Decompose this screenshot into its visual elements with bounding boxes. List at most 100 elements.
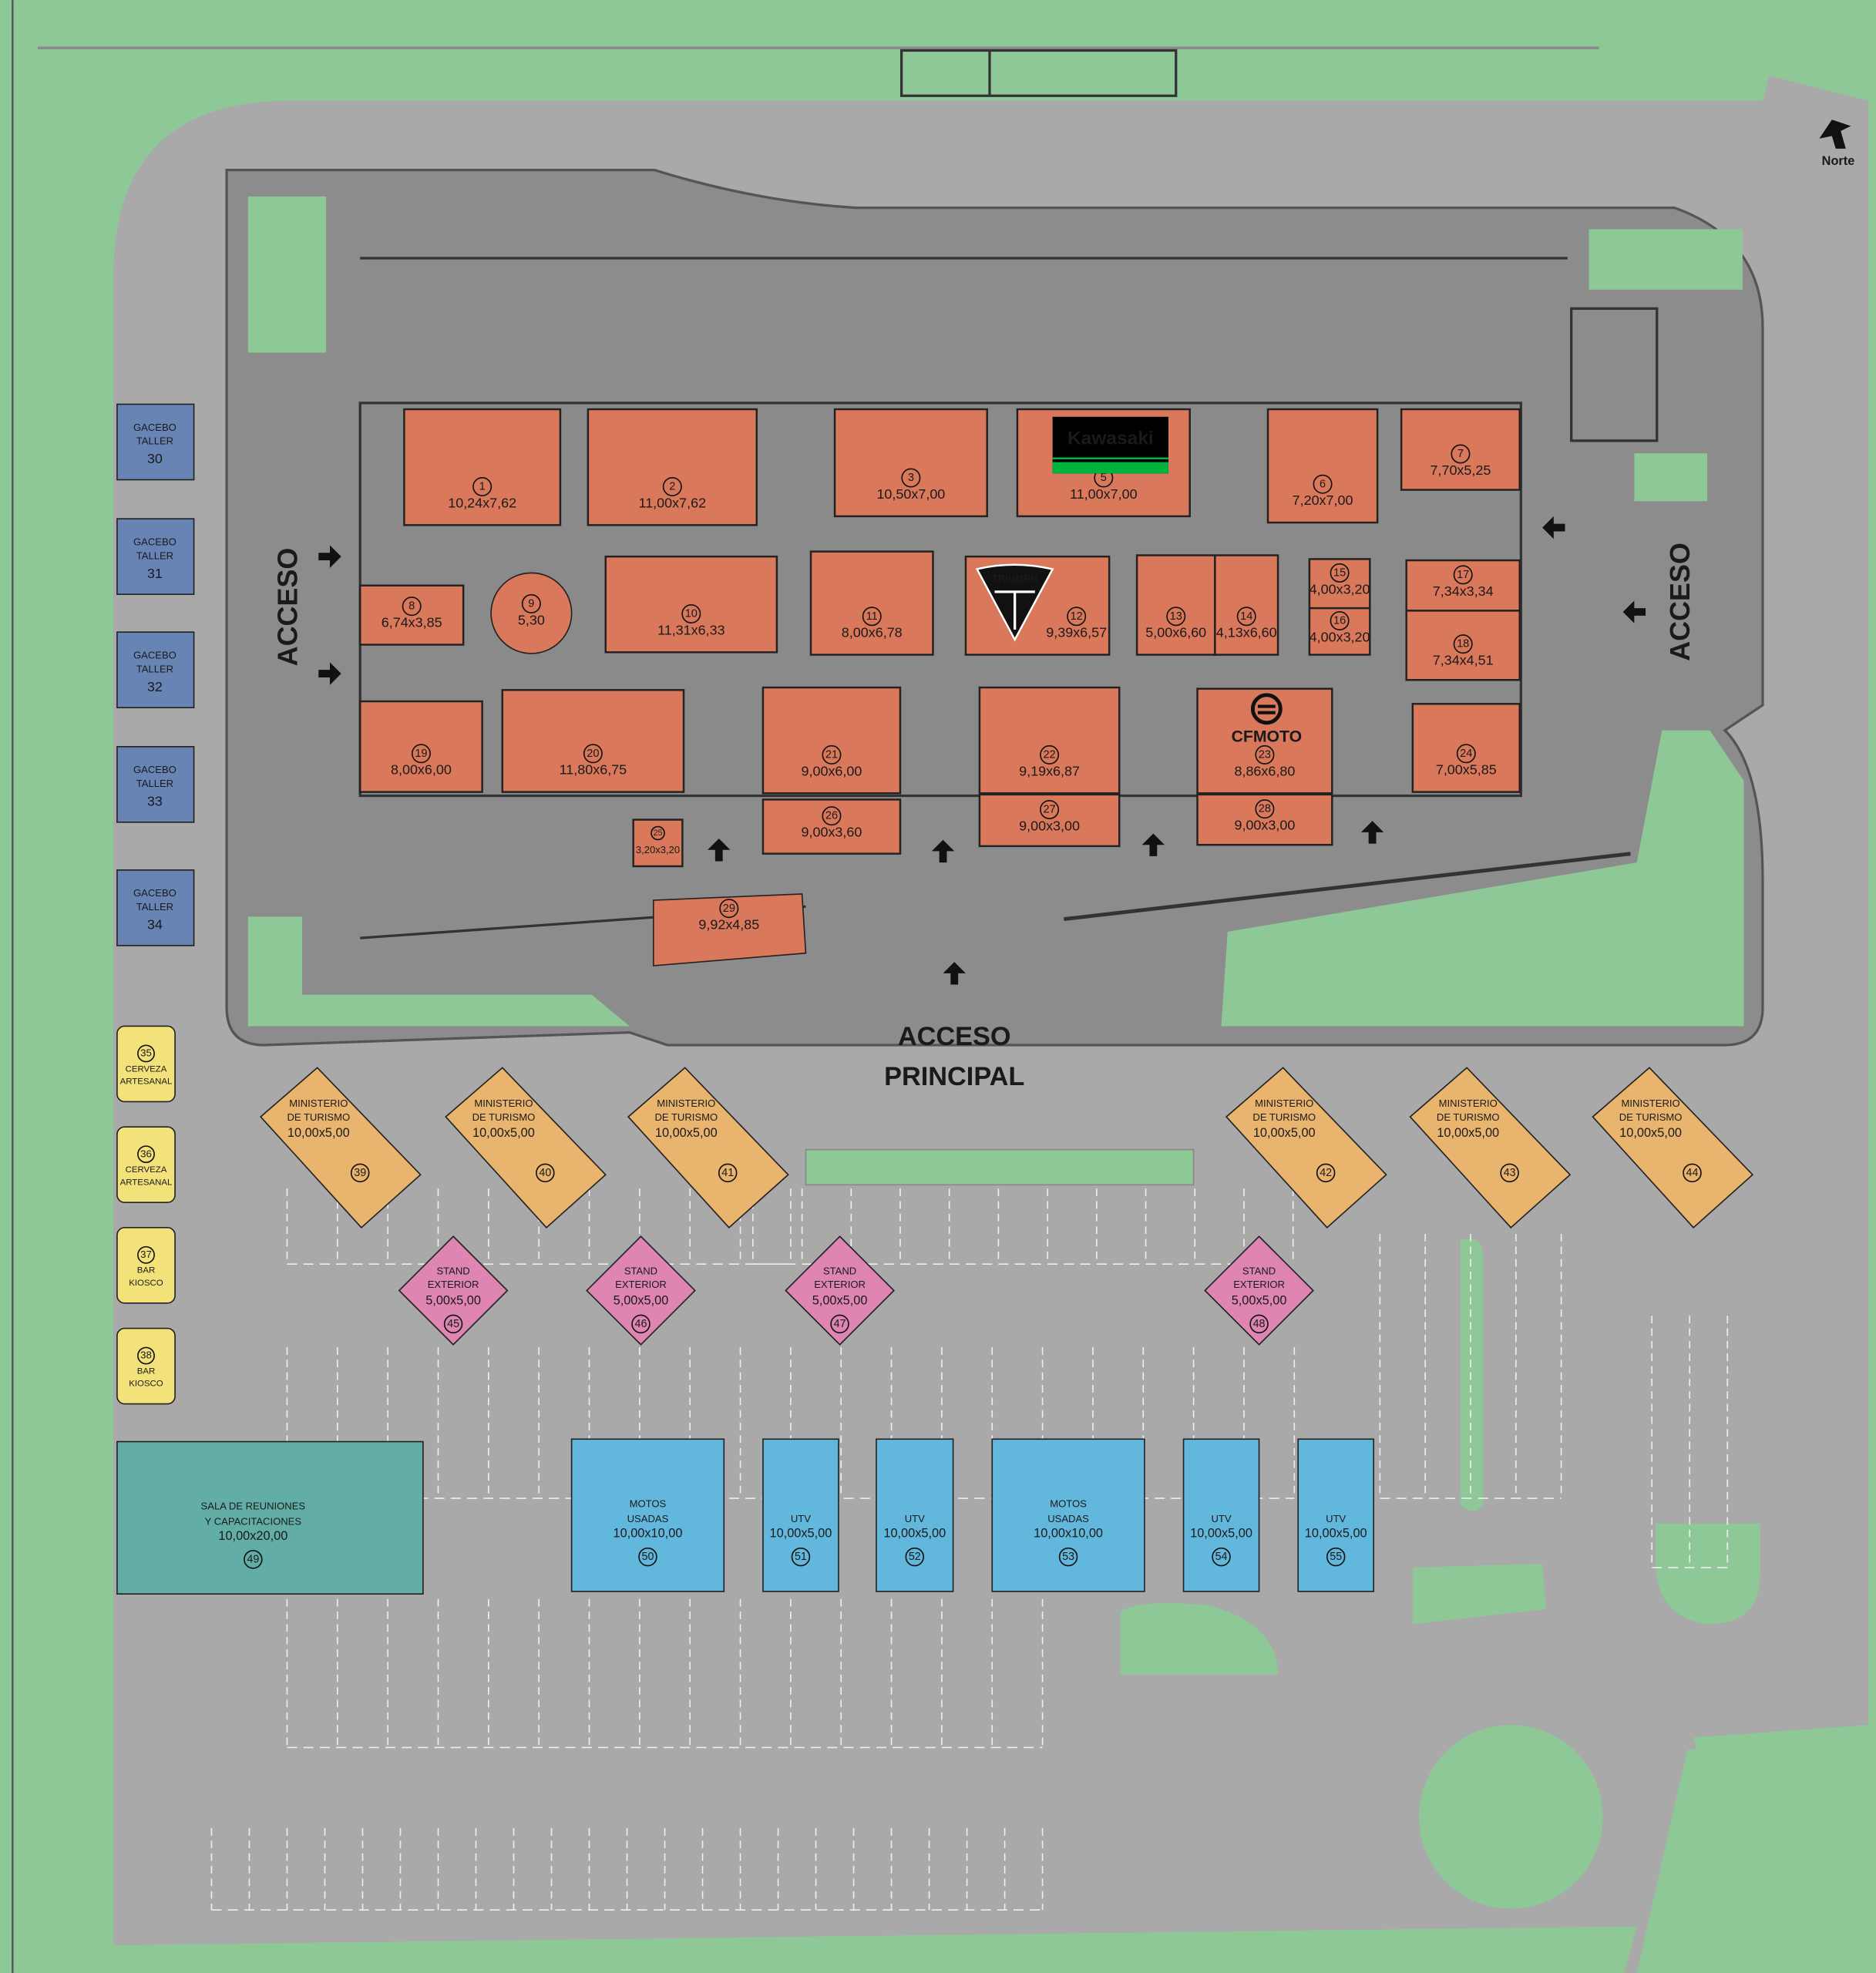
stand-8[interactable]: 86,74x3,85	[358, 584, 465, 646]
stand-number: 2	[669, 481, 675, 493]
kiosk-label: KIOSCO	[129, 1279, 163, 1288]
stand-16[interactable]: 164,00x3,20	[1308, 607, 1371, 656]
stand-shape	[978, 793, 1121, 848]
outdoor-area-label: UTV	[905, 1513, 925, 1524]
stand-number-circle	[791, 1547, 811, 1567]
stand-6[interactable]: 67,20x7,00	[1266, 408, 1379, 524]
stand-number-circle	[1040, 799, 1060, 819]
acceso-principal-label: ACCESO	[898, 1022, 1011, 1051]
stand-exterior-shape	[785, 1235, 895, 1346]
stand-number-circle	[244, 1550, 263, 1569]
stand-7[interactable]: 77,70x5,25	[1400, 408, 1521, 491]
stand-22[interactable]: 229,19x6,87	[978, 686, 1121, 795]
stand-24[interactable]: 247,00x5,85	[1411, 703, 1521, 793]
stand-exterior-label: EXTERIOR	[615, 1279, 667, 1290]
stand-number-circle	[862, 607, 882, 627]
stand-13[interactable]: 135,00x6,60	[1135, 554, 1216, 656]
stand-number: 8	[408, 600, 415, 613]
stand-21[interactable]: 219,00x6,00	[761, 686, 902, 795]
stand-14[interactable]: 144,13x6,60	[1214, 554, 1279, 656]
stand-3[interactable]: 310,50x7,00	[833, 408, 988, 518]
gazebo-label: GACEBO	[133, 649, 177, 660]
grass-patch	[247, 196, 327, 353]
stand-27[interactable]: 279,00x3,00	[978, 793, 1121, 848]
ministerio-dimensions: 10,00x5,00	[287, 1126, 350, 1140]
stand-11[interactable]: 118,00x6,78	[809, 550, 934, 656]
stand-dimensions: 11,00x7,62	[639, 495, 707, 510]
outdoor-area-dimensions: 10,00x5,00	[1305, 1527, 1367, 1541]
stand-number: 15	[1333, 566, 1346, 579]
ministerio-shape	[445, 1067, 607, 1229]
arrow-left-icon	[1622, 600, 1646, 623]
stand-15[interactable]: 154,00x3,20	[1308, 558, 1371, 610]
stand-number-circle	[719, 899, 739, 919]
stand-18[interactable]: 187,34x4,51	[1405, 610, 1521, 681]
stand-2[interactable]: 2 11,00x7,62	[587, 408, 758, 526]
ministerio-label: MINISTERIO	[474, 1097, 533, 1109]
stand-25[interactable]: 253,20x3,20	[632, 818, 684, 868]
stand-number-circle	[631, 1314, 651, 1334]
stand-19[interactable]: 198,00x6,00	[358, 700, 483, 793]
cfmoto-logo-text: CFMOTO	[1232, 728, 1303, 745]
stand-exterior-label: EXTERIOR	[428, 1279, 479, 1290]
stand-number: 25	[654, 829, 663, 838]
stand-1[interactable]: 110,24x7,62	[403, 408, 562, 526]
stand-number-circle	[402, 597, 422, 617]
stand-shape	[1308, 607, 1371, 656]
stand-number: 37	[140, 1249, 152, 1260]
stand-shape	[1400, 408, 1521, 491]
stand-28[interactable]: 289,00x3,00	[1196, 793, 1333, 846]
kiosk-label: BAR	[137, 1266, 156, 1276]
stand-shape	[1405, 559, 1521, 612]
grass-bottom	[113, 1926, 1637, 1973]
ministerio-dimensions: 10,00x5,00	[655, 1126, 718, 1140]
stand-29[interactable]: 299,92x4,85	[652, 893, 807, 966]
arrow-right-icon	[318, 545, 341, 568]
stand-number: 41	[721, 1167, 734, 1179]
stand-dimensions: 8,00x6,00	[391, 762, 452, 778]
stand-26[interactable]: 269,00x3,60	[761, 798, 902, 855]
gazebo-number: 31	[147, 566, 163, 581]
stand-number: 11	[866, 610, 878, 623]
stand-number: 5	[1101, 472, 1107, 484]
stand-shape	[1266, 408, 1379, 524]
stand-number-circle	[830, 1314, 849, 1334]
stand-9[interactable]: 95,30	[490, 572, 573, 654]
stand-number: 36	[140, 1148, 152, 1159]
stand-number-circle	[1453, 565, 1473, 585]
stand-17[interactable]: 177,34x3,34	[1405, 559, 1521, 612]
stand-dimensions: 11,31x6,33	[657, 622, 725, 637]
stand-number: 23	[1259, 749, 1271, 761]
